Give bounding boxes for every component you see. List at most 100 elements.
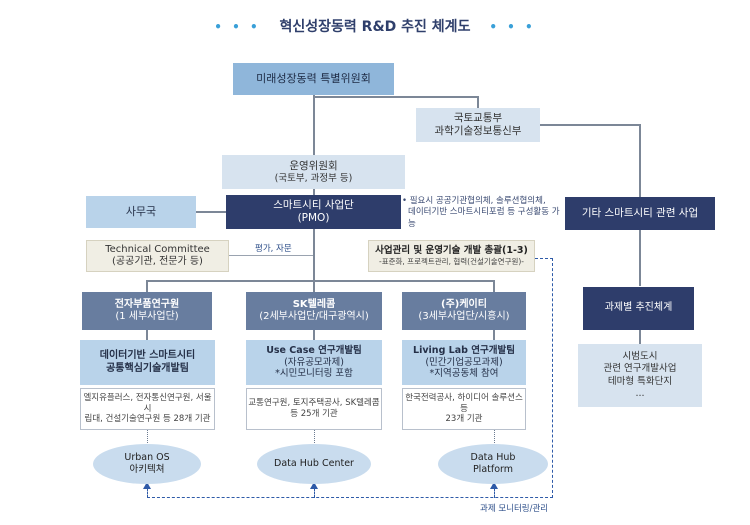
column-2-lab-line-3: *시민모니터링 포함	[275, 368, 353, 380]
pmo-note-line-2: 데이터기반 스마트시티포럼 등 구성활동 가능	[408, 207, 560, 229]
ministry-name-2: 과학기술정보통신부	[434, 125, 522, 137]
column-2-org-sub: (2세부사업단/대구광역시)	[259, 311, 369, 322]
other-business-down-line	[639, 124, 641, 197]
column-3-org-box: (주)케이티 (3세부사업단/시흥시)	[402, 292, 526, 330]
column-1-members-line-1: 엘지유플러스, 전자통신연구원, 서울시	[83, 393, 212, 414]
columns-horizontal-line	[146, 280, 494, 282]
other-project-1: 시범도시	[622, 350, 658, 362]
arrow-up-icon	[310, 482, 318, 489]
committee-box: 미래성장동력 특별위원회	[233, 63, 394, 95]
column-1-output-line-2: 아키텍쳐	[129, 464, 165, 475]
diagram-title: • • • 혁신성장동력 R&D 추진 체계도 • • •	[0, 16, 750, 36]
monitoring-dashed-col1	[147, 488, 148, 498]
col3-dotted-link	[494, 430, 495, 445]
column-3-lab-box: Living Lab 연구개발팀 (민간기업공모과제) *지역공동체 참여	[402, 340, 526, 385]
technical-committee-box: Technical Committee (공공기관, 전문가 등)	[86, 240, 229, 272]
column-1-members-line-2: 립대, 건설기술연구원 등 28개 기관	[84, 414, 211, 425]
management-subtitle: -표준화, 프로젝트관리, 협력(건설기술연구원)-	[379, 257, 524, 267]
column-1-lab-line-2: 공통핵심기술개발팀	[106, 362, 189, 374]
column-2-output-oval: Data Hub Center	[257, 444, 371, 484]
other-projects-box: 시범도시 관련 연구개발사업 테마형 특화단지 ...	[578, 344, 702, 407]
main-vertical-line	[313, 95, 315, 385]
monitoring-dashed-top	[535, 258, 553, 259]
column-3-org-sub: (3세부사업단/시흥시)	[418, 311, 510, 322]
steering-committee-box: 운영위원회 (국토부, 과정부 등)	[222, 155, 405, 189]
management-box: 사업관리 및 운영기술 개발 총괄(1-3) -표준화, 프로젝트관리, 협력(…	[368, 240, 535, 272]
other-to-task-line	[639, 230, 641, 286]
column-3-members-box: 한국전력공사, 하이디어 솔루션스 등 23개 기관	[402, 388, 526, 430]
column-2-org-name: SK텔레콤	[292, 298, 336, 310]
column-2-members-line-1: 교통연구원, 토지주택공사, SK텔레콤	[248, 398, 380, 409]
column-3-output-oval: Data Hub Platform	[438, 444, 548, 484]
column-3-members-line-2: 23개 기관	[445, 414, 483, 425]
technical-committee-line	[228, 255, 313, 256]
task-system-label: 과제별 추진체계	[604, 302, 673, 314]
committee-label: 미래성장동력 특별위원회	[256, 72, 371, 86]
column-1-drop-line	[146, 280, 148, 292]
column-2-lab-line-2: (자유공모과제)	[284, 356, 344, 368]
steering-title: 운영위원회	[289, 159, 338, 172]
column-3-org-lab-line	[493, 330, 495, 340]
ministry-to-other-line	[539, 124, 640, 126]
other-business-box: 기타 스마트시티 관련 사업	[565, 197, 715, 230]
pmo-subtitle: (PMO)	[297, 212, 330, 224]
task-system-box: 과제별 추진체계	[583, 287, 694, 330]
column-3-org-name: (주)케이티	[441, 298, 487, 310]
pmo-box: 스마트시티 사업단 (PMO)	[226, 195, 401, 229]
title-text: 혁신성장동력 R&D 추진 체계도	[279, 19, 471, 35]
other-project-2: 관련 연구개발사업	[603, 363, 677, 375]
column-2-lab-line-1: Use Case 연구개발팀	[266, 344, 362, 356]
ministry-top-line	[477, 96, 479, 110]
ministry-name-1: 국토교통부	[453, 111, 503, 124]
column-3-drop-line	[493, 280, 495, 292]
column-1-output-oval: Urban OS 아키텍쳐	[93, 444, 201, 484]
column-1-org-name: 전자부품연구원	[114, 298, 180, 310]
column-1-org-sub: (1 세부사업단)	[115, 311, 179, 322]
other-business-label: 기타 스마트시티 관련 사업	[581, 206, 699, 219]
column-3-output-line-2: Platform	[472, 464, 514, 475]
arrow-up-icon	[143, 482, 151, 489]
column-3-lab-line-2: (민간기업공모과제)	[425, 356, 503, 368]
column-1-output-line-1: Urban OS	[124, 452, 170, 464]
column-3-lab-line-3: *지역공동체 참여	[429, 368, 499, 380]
column-3-output-line-1: Data Hub	[470, 452, 516, 464]
monitoring-dashed-horizontal	[147, 497, 553, 498]
ministry-box: 국토교통부 과학기술정보통신부	[416, 108, 540, 142]
evaluation-label: 평가, 자문	[255, 244, 292, 254]
column-3-members-line-1: 한국전력공사, 하이디어 솔루션스 등	[405, 393, 523, 414]
column-1-members-box: 엘지유플러스, 전자통신연구원, 서울시 립대, 건설기술연구원 등 28개 기…	[80, 388, 215, 430]
technical-committee-title: Technical Committee	[105, 243, 210, 255]
committee-to-ministry-line	[313, 96, 478, 98]
monitoring-dashed-col2	[314, 488, 315, 498]
column-1-lab-box: 데이터기반 스마트시티 공통핵심기술개발팀	[80, 340, 215, 385]
column-2-lab-box: Use Case 연구개발팀 (자유공모과제) *시민모니터링 포함	[246, 340, 382, 385]
pmo-title: 스마트시티 사업단	[273, 198, 354, 211]
steering-members: (국토부, 과정부 등)	[274, 172, 353, 184]
arrow-up-icon	[490, 482, 498, 489]
column-2-org-box: SK텔레콤 (2세부사업단/대구광역시)	[246, 292, 382, 330]
col1-dotted-link	[147, 430, 148, 445]
task-to-projects-line	[639, 330, 641, 344]
column-2-members-line-2: 등 25개 기관	[290, 409, 338, 419]
secretariat-box: 사무국	[86, 196, 196, 228]
column-2-output-line-1: Data Hub Center	[274, 458, 354, 470]
column-1-org-box: 전자부품연구원 (1 세부사업단)	[82, 292, 212, 330]
column-2-members-box: 교통연구원, 토지주택공사, SK텔레콤 등 25개 기관	[246, 388, 382, 430]
monitoring-dashed-vertical	[552, 258, 553, 498]
secretariat-line	[196, 211, 226, 213]
pmo-note-line-1: • 필요시 공공기관협의체, 솔루션협의체,	[402, 196, 546, 206]
management-title: 사업관리 및 운영기술 개발 총괄(1-3)	[375, 245, 528, 257]
col2-dotted-link	[314, 430, 315, 445]
technical-committee-members: (공공기관, 전문가 등)	[112, 256, 203, 267]
column-1-org-lab-line	[146, 330, 148, 340]
other-project-4: ...	[635, 387, 645, 399]
other-project-3: 테마형 특화단지	[607, 375, 673, 387]
column-1-lab-line-1: 데이터기반 스마트시티	[99, 350, 196, 361]
title-dots-left: • • •	[214, 20, 261, 34]
column-3-lab-line-1: Living Lab 연구개발팀	[413, 344, 515, 356]
monitoring-label: 과제 모니터링/관리	[480, 504, 549, 514]
pmo-note: • 필요시 공공기관협의체, 솔루션협의체, 데이터기반 스마트시티포럼 등 구…	[402, 196, 562, 230]
secretariat-label: 사무국	[125, 205, 157, 219]
monitoring-dashed-col3	[494, 488, 495, 498]
title-dots-right: • • •	[489, 20, 536, 34]
